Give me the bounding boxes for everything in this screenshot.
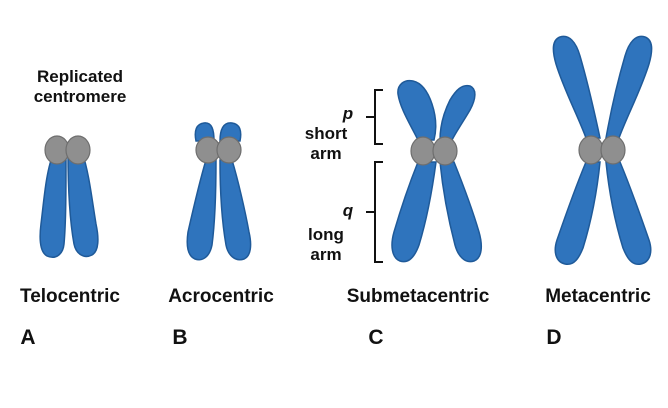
replicated-centromere-label: centromere [34, 87, 127, 106]
chromosome-submetacentric [391, 79, 483, 263]
chromosome-metacentric [552, 35, 653, 266]
q-arm-label: q [343, 201, 354, 220]
chromatid-short-arm-left [397, 79, 437, 141]
p-arm-label: p [342, 104, 353, 123]
replicated-centromere-label: Replicated [37, 67, 123, 86]
chromosome-telocentric [39, 135, 99, 258]
short-arm-label: short [305, 124, 348, 143]
panel-letter-a: A [20, 326, 35, 349]
type-label-telocentric: Telocentric [20, 286, 120, 307]
chromatid-short-arm-right [219, 122, 242, 142]
panel-letter-c: C [368, 326, 383, 349]
panel-letter-d: D [546, 326, 561, 349]
short-arm-bracket [374, 89, 383, 145]
chromatid-short-arm-right [605, 35, 653, 139]
chromatid-right [67, 151, 99, 258]
chromatid-right [605, 161, 652, 266]
chromatid-left [39, 151, 67, 258]
chromatid-right [439, 161, 483, 263]
long-arm-bracket [374, 161, 383, 263]
centromere [410, 136, 436, 166]
centromere [600, 135, 626, 165]
chromatid-short-arm-left [552, 35, 601, 139]
centromere [432, 136, 458, 166]
type-label-submetacentric: Submetacentric [347, 286, 490, 307]
panel-letter-b: B [172, 326, 187, 349]
chromatid-left [554, 161, 601, 266]
long-arm-label: long [308, 225, 344, 244]
chromatid-right [219, 159, 252, 261]
chromatid-left [186, 159, 217, 261]
chromatid-left [391, 161, 437, 263]
long-arm-label: arm [310, 245, 341, 264]
type-label-acrocentric: Acrocentric [168, 286, 274, 307]
chromosome-acrocentric [186, 122, 252, 261]
type-label-metacentric: Metacentric [545, 286, 651, 307]
centromere [578, 135, 604, 165]
chromatid-short-arm-right [439, 84, 476, 141]
centromere [216, 136, 242, 164]
centromere [65, 135, 91, 165]
short-arm-label: arm [310, 144, 341, 163]
